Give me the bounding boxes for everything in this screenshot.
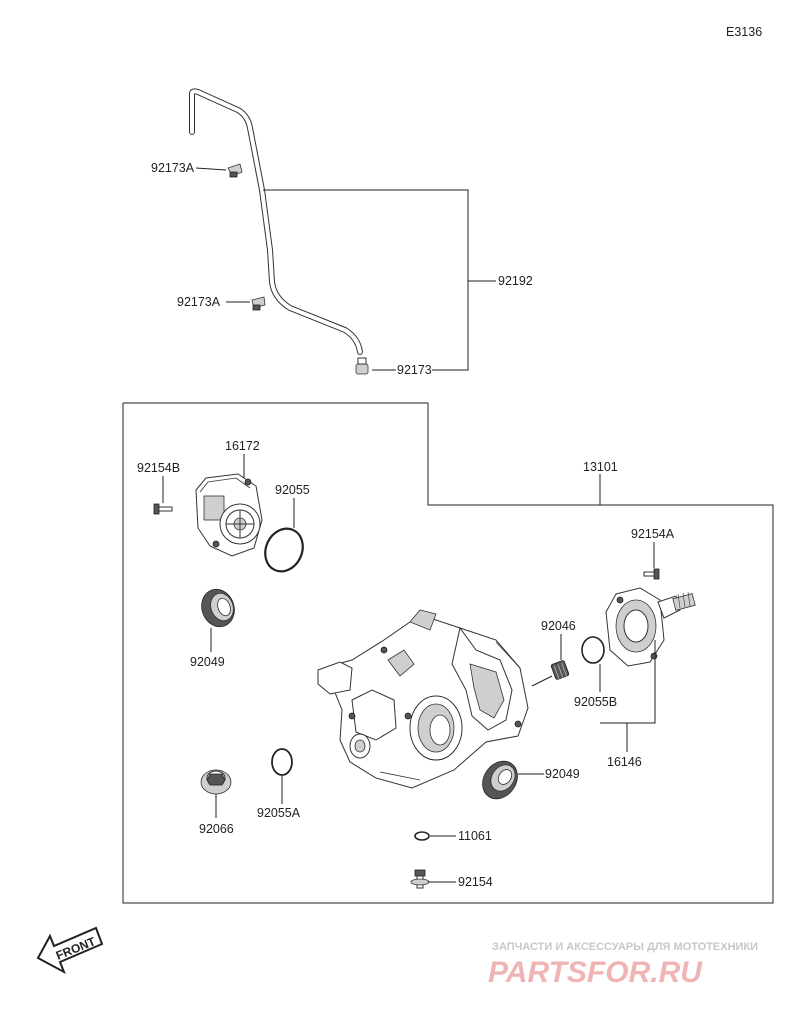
callout-16146: 16146 [607, 755, 642, 769]
callout-92154: 92154 [458, 875, 493, 889]
callout-92055: 92055 [275, 483, 310, 497]
callout-92049-left: 92049 [190, 655, 225, 669]
callout-92066: 92066 [199, 822, 234, 836]
callout-92055B: 92055B [574, 695, 617, 709]
needle-bearing-92046[interactable] [550, 660, 570, 680]
bolt-92154B[interactable] [153, 503, 173, 515]
plug-92066[interactable] [200, 769, 232, 795]
assembly-frame [122, 402, 774, 904]
oil-seal-92049-left[interactable] [196, 585, 239, 632]
callout-13101: 13101 [583, 460, 618, 474]
callout-92173: 92173 [397, 363, 432, 377]
bolt-92154[interactable] [410, 869, 430, 889]
differential-housing[interactable] [317, 609, 529, 789]
callout-92154B: 92154B [137, 461, 180, 475]
front-arrow-icon: FRONT [36, 926, 104, 975]
callout-16172: 16172 [225, 439, 260, 453]
watermark-logo: PARTSFOR.RU [488, 956, 703, 989]
hose-clamp-92173A-top[interactable] [227, 163, 243, 178]
watermark-tagline: ЗАПЧАСТИ И АКСЕССУАРЫ ДЛЯ МОТОТЕХНИКИ [492, 941, 758, 953]
bolt-92154A[interactable] [643, 568, 660, 580]
hose-clamp-92173[interactable] [355, 357, 369, 375]
breather-hose-92192[interactable] [189, 88, 363, 355]
oil-seal-92049-right[interactable] [475, 754, 524, 805]
gasket-11061[interactable] [414, 831, 430, 841]
callout-11061: 11061 [458, 829, 492, 843]
callout-92055A: 92055A [257, 806, 301, 820]
o-ring-92055B[interactable] [581, 636, 605, 664]
o-ring-92055[interactable] [258, 522, 309, 577]
callout-92173A-top: 92173A [151, 161, 195, 175]
diagram-code: E3136 [726, 25, 762, 39]
callout-92192: 92192 [498, 274, 533, 288]
hose-clamp-92173A-bottom[interactable] [251, 296, 266, 311]
pinion-housing-16146[interactable] [605, 587, 696, 667]
callout-92049-right: 92049 [545, 767, 580, 781]
cover-16172[interactable] [195, 473, 263, 557]
o-ring-92055A[interactable] [271, 748, 293, 776]
callout-92173A-bottom: 92173A [177, 295, 221, 309]
callout-92154A: 92154A [631, 527, 675, 541]
callout-92046: 92046 [541, 619, 576, 633]
